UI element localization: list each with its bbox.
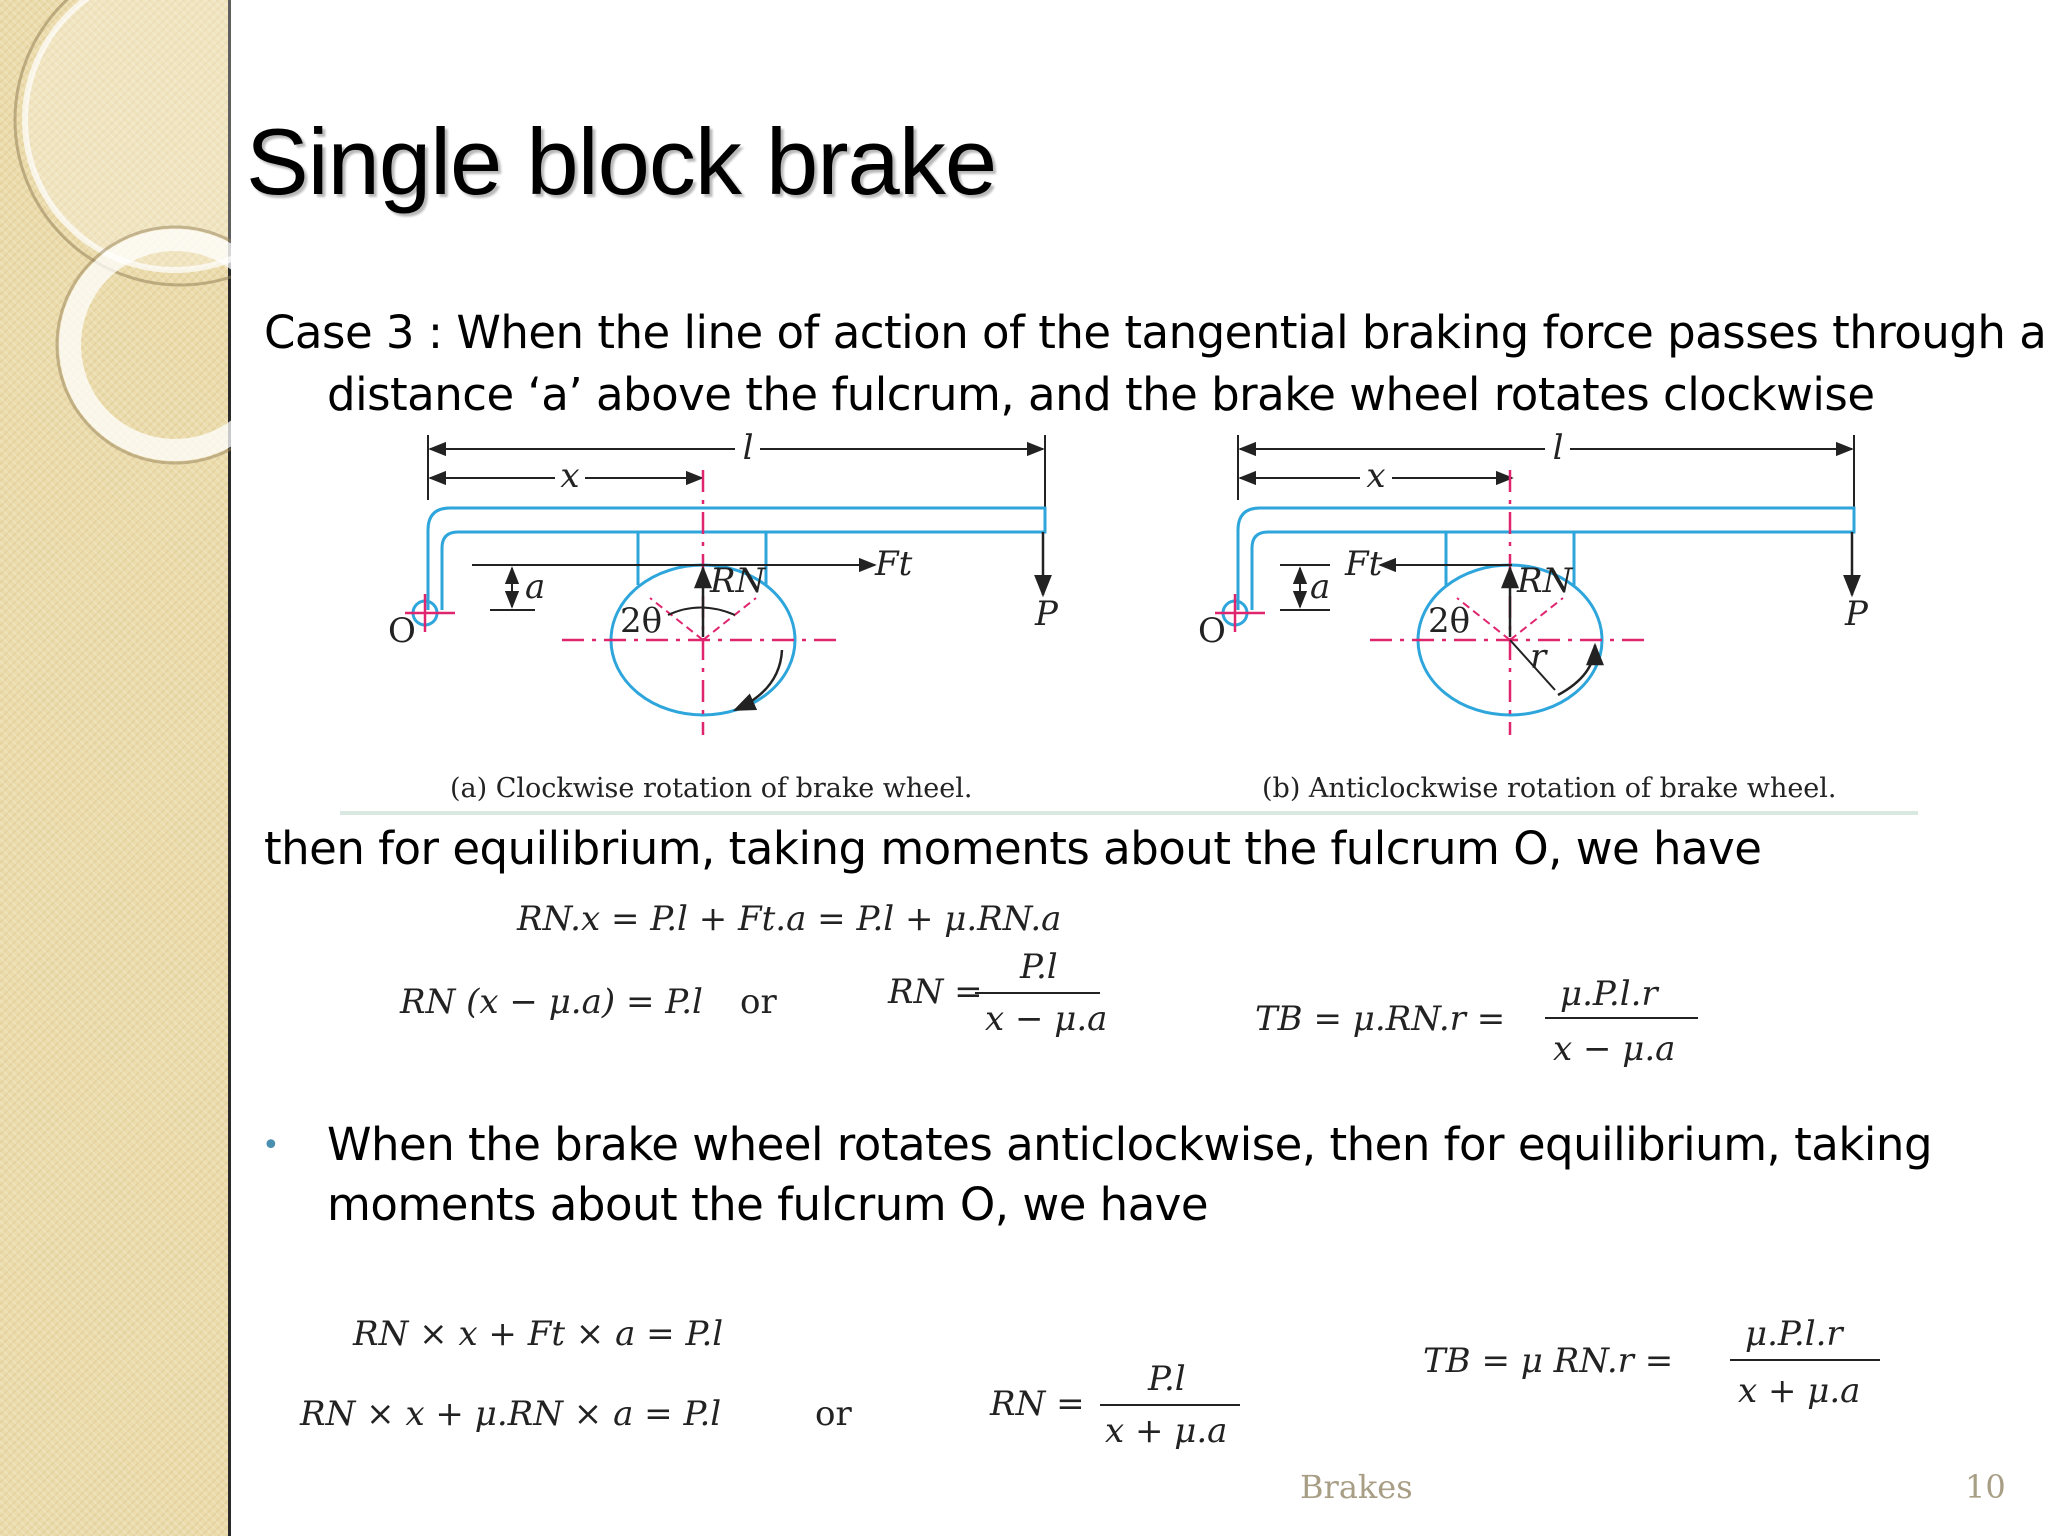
acw-tb-lhs: TB = μ RN.r = xyxy=(1423,1341,1673,1381)
equilibrium-text: then for equilibrium, taking moments abo… xyxy=(264,822,1762,875)
equations-anticlockwise: RN × x + Ft × a = P.l RN × x + μ.RN × a … xyxy=(299,1314,1880,1451)
caption-a: (a) Clockwise rotation of brake wheel. xyxy=(450,773,972,804)
diagram-a-clockwise: l x O a Ft RN 2θ P xyxy=(388,428,1059,735)
equations-clockwise: RN.x = P.l + Ft.a = P.l + μ.RN.a RN (x −… xyxy=(399,899,1698,1069)
label-P-b: P xyxy=(1844,594,1869,634)
acw-or: or xyxy=(815,1394,852,1434)
cw-rn-den: x − μ.a xyxy=(985,999,1107,1039)
dim-label-x: x xyxy=(560,456,579,496)
cw-rn-lhs: RN = xyxy=(887,972,983,1012)
slide-title: Single block brake xyxy=(246,109,997,214)
bullet-text-line2: moments about the fulcrum O, we have xyxy=(327,1178,1209,1231)
label-a-b: a xyxy=(1310,567,1330,607)
acw-eq2: RN × x + μ.RN × a = P.l xyxy=(299,1394,721,1434)
decorative-rings xyxy=(13,0,231,465)
bullet-text-line1: When the brake wheel rotates anticlockwi… xyxy=(327,1118,1933,1171)
label-r: r xyxy=(1530,637,1548,677)
label-fulcrum-O-b: O xyxy=(1198,611,1226,651)
cw-tb-num: μ.P.l.r xyxy=(1560,974,1659,1014)
cw-rn-num: P.l xyxy=(1019,947,1058,987)
cw-tb-den: x − μ.a xyxy=(1553,1029,1675,1069)
acw-rn-num: P.l xyxy=(1147,1359,1186,1399)
label-P: P xyxy=(1034,594,1059,634)
acw-rn-den: x + μ.a xyxy=(1105,1411,1227,1451)
cw-eq1: RN.x = P.l + Ft.a = P.l + μ.RN.a xyxy=(516,899,1061,939)
label-RN-b: RN xyxy=(1516,561,1574,601)
acw-tb-num: μ.P.l.r xyxy=(1745,1314,1844,1354)
dim-label-l: l xyxy=(743,428,754,468)
label-2theta: 2θ xyxy=(620,601,662,641)
cw-or: or xyxy=(740,982,777,1022)
case-text-line1: Case 3 : When the line of action of the … xyxy=(264,306,2047,359)
label-RN: RN xyxy=(709,561,767,601)
label-Ft-b: Ft xyxy=(1344,544,1383,584)
label-fulcrum-O: O xyxy=(388,611,416,651)
diagram-b-anticlockwise: l x O Ft a RN 2θ r P xyxy=(1198,428,1869,735)
dim-label-x-b: x xyxy=(1366,456,1385,496)
acw-eq1: RN × x + Ft × a = P.l xyxy=(352,1314,723,1354)
cw-eq2: RN (x − μ.a) = P.l xyxy=(399,982,703,1022)
acw-rn-lhs: RN = xyxy=(989,1384,1085,1424)
cw-tb-lhs: TB = μ.RN.r = xyxy=(1255,999,1505,1039)
case-text-line2: distance ‘a’ above the fulcrum, and the … xyxy=(327,368,1875,421)
caption-b: (b) Anticlockwise rotation of brake whee… xyxy=(1262,773,1837,804)
label-a: a xyxy=(525,567,545,607)
footer-label: Brakes xyxy=(1300,1468,1413,1506)
dim-label-l-b: l xyxy=(1553,428,1564,468)
label-Ft: Ft xyxy=(874,544,913,584)
bullet-dot: • xyxy=(262,1128,280,1163)
acw-tb-den: x + μ.a xyxy=(1738,1371,1860,1411)
sidebar-divider xyxy=(228,0,231,1536)
label-2theta-b: 2θ xyxy=(1428,601,1470,641)
page-number: 10 xyxy=(1965,1468,2006,1506)
